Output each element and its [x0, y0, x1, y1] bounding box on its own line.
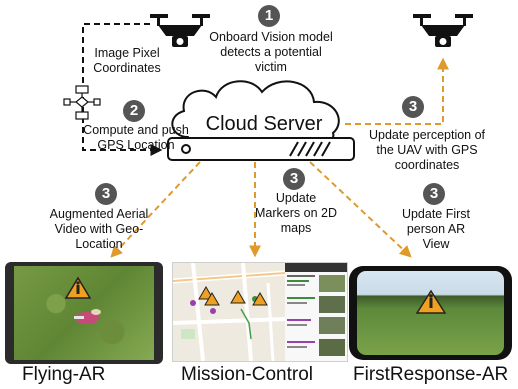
step-badge: 3	[423, 183, 445, 205]
first-person-arrow	[309, 161, 412, 258]
warning-person-icon	[415, 289, 447, 314]
step2-label: Compute and push GPS Location	[83, 123, 189, 152]
step-badge: 3	[283, 168, 305, 190]
warning-person-icon	[64, 276, 92, 299]
step3-uav-label: Update perception of the UAV with GPS co…	[368, 128, 486, 172]
step-badge: 1	[258, 5, 280, 27]
first-response-phone	[349, 266, 512, 360]
flowchart-icon	[63, 85, 101, 120]
mission-control-caption: Mission-Control	[181, 364, 313, 385]
cloud-server-label: Cloud Server	[205, 113, 323, 135]
drone-icon	[150, 14, 210, 47]
step-badge: 2	[123, 100, 145, 122]
step3-maps-label: Update Markers on 2D maps	[255, 191, 337, 235]
uav-update-arrow	[345, 57, 449, 125]
step3-aerial-label: Augmented Aerial Video with Geo- Locatio…	[49, 207, 149, 251]
aerial-video-view	[14, 266, 154, 360]
image-pixel-label: Image Pixel Coordinates	[93, 46, 161, 75]
step-badge: 3	[402, 96, 424, 118]
first-person-ar-view	[357, 271, 504, 355]
firstresponse-ar-caption: FirstResponse-AR	[353, 364, 509, 385]
drone-icon	[413, 14, 473, 47]
step-badge: 3	[95, 183, 117, 205]
flying-ar-caption: Flying-AR	[22, 364, 106, 385]
step1-label: Onboard Vision model detects a potential…	[209, 30, 333, 74]
server-icon	[167, 137, 355, 161]
mission-control-map	[172, 262, 348, 362]
flying-ar-tablet	[5, 262, 163, 364]
aerial-video-arrow	[110, 161, 201, 258]
step3-firstperson-label: Update First person AR View	[401, 207, 471, 251]
